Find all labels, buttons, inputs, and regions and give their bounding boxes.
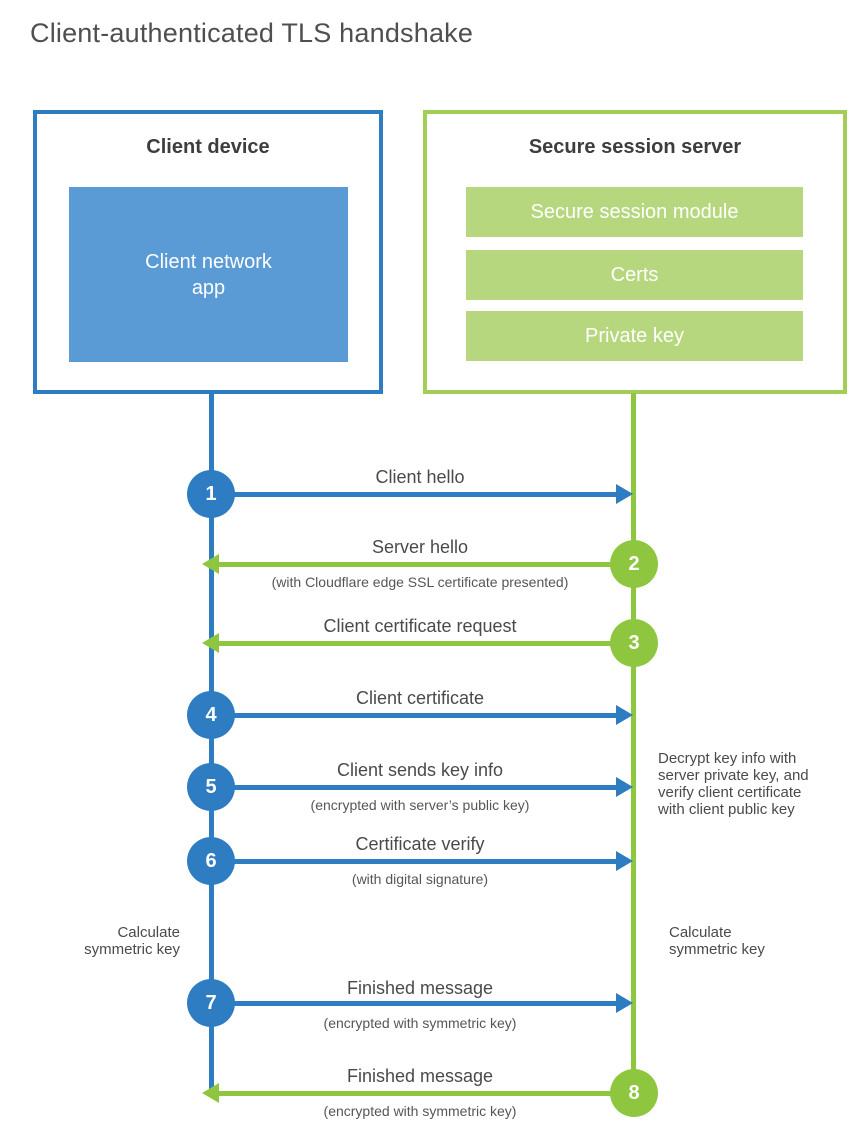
- arrow-label: Finished message: [346, 1066, 494, 1086]
- step-circle-3: 3: [610, 619, 658, 667]
- step-circle-2: 2: [610, 540, 658, 588]
- step-circle-7: 7: [187, 979, 235, 1027]
- arrow-label: Client certificate: [355, 688, 485, 708]
- arrow-label: Client hello: [375, 467, 465, 487]
- arrow-subtext: (with Cloudflare edge SSL certificate pr…: [271, 574, 569, 590]
- secure-session-server-title: Secure session server: [528, 136, 742, 158]
- calc-symmetric-key-left-note: Calculate symmetric key: [84, 924, 180, 958]
- arrowhead-left-icon: [202, 1083, 219, 1103]
- arrowhead-right-icon: [616, 484, 633, 504]
- flow-arrow-line: [218, 562, 634, 567]
- calc-symmetric-key-right-note: Calculate symmetric key: [669, 924, 765, 958]
- arrowhead-left-icon: [202, 554, 219, 574]
- arrow-label: Certificate verify: [355, 834, 485, 854]
- flow-arrow-line: [211, 859, 618, 864]
- arrow-label: Finished message: [346, 978, 494, 998]
- step-circle-5: 5: [187, 763, 235, 811]
- flow-arrow-line: [211, 713, 618, 718]
- flow-arrow-line: [218, 641, 634, 646]
- step-circle-8: 8: [610, 1069, 658, 1117]
- arrowhead-right-icon: [616, 777, 633, 797]
- step-circle-4: 4: [187, 691, 235, 739]
- flow-arrow-line: [211, 492, 618, 497]
- arrow-label: Server hello: [371, 537, 469, 557]
- client-lifeline: [209, 393, 214, 1090]
- client-device-title: Client device: [146, 136, 270, 158]
- arrow-label: Client sends key info: [336, 760, 504, 780]
- arrow-label: Client certificate request: [323, 616, 517, 636]
- decrypt-note: Decrypt key info with server private key…: [658, 750, 809, 818]
- arrow-subtext: (encrypted with server’s public key): [310, 797, 530, 813]
- server-module-bar: Secure session module: [466, 187, 803, 237]
- server-module-bar: Private key: [466, 311, 803, 361]
- page-title: Client-authenticated TLS handshake: [30, 18, 474, 48]
- arrowhead-right-icon: [616, 705, 633, 725]
- server-lifeline: [631, 393, 636, 1093]
- server-module-bar: Certs: [466, 250, 803, 300]
- flow-arrow-line: [211, 1001, 618, 1006]
- arrow-subtext: (with digital signature): [351, 871, 489, 887]
- arrow-subtext: (encrypted with symmetric key): [323, 1015, 517, 1031]
- flow-arrow-line: [211, 785, 618, 790]
- arrowhead-left-icon: [202, 633, 219, 653]
- arrowhead-right-icon: [616, 993, 633, 1013]
- flow-arrow-line: [218, 1091, 634, 1096]
- arrow-subtext: (encrypted with symmetric key): [323, 1103, 517, 1119]
- step-circle-6: 6: [187, 837, 235, 885]
- arrowhead-right-icon: [616, 851, 633, 871]
- client-network-app-box: Client network app: [69, 187, 348, 362]
- step-circle-1: 1: [187, 470, 235, 518]
